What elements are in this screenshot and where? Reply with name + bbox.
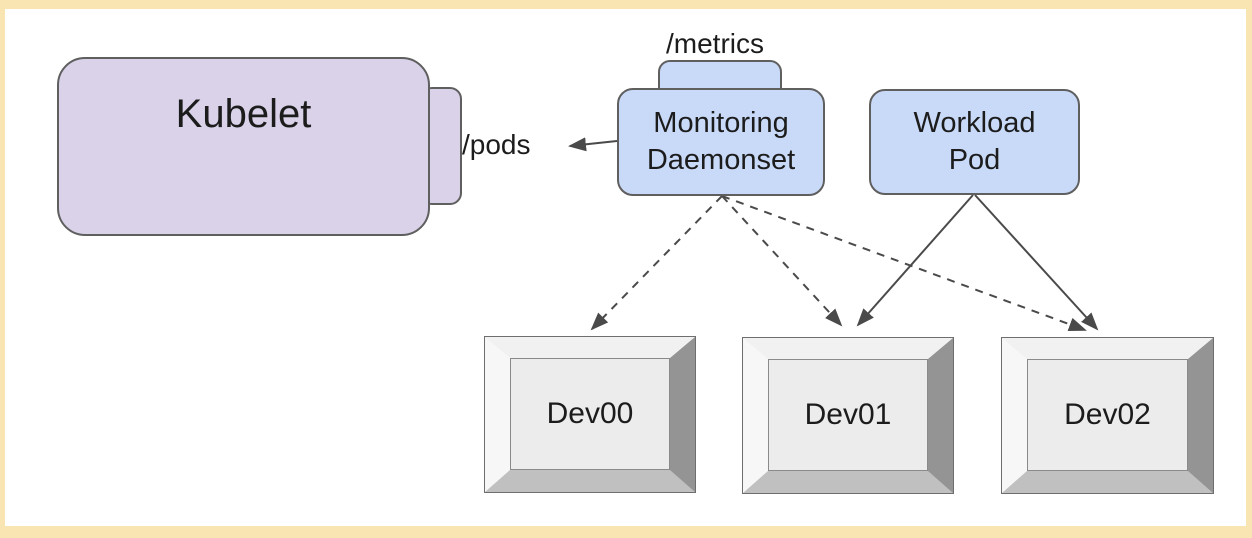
device-node-dev01: Dev01: [742, 337, 954, 494]
kubelet-node: Kubelet: [57, 57, 430, 236]
monitoring-daemonset-label: Monitoring Daemonset: [646, 107, 796, 176]
edge-daemonset-to-kubelet-pods: [568, 137, 618, 152]
device-label: Dev00: [510, 358, 670, 470]
edge-workload-to-dev01: [856, 194, 974, 327]
device-node-dev00: Dev00: [484, 336, 696, 493]
edge-daemonset-to-dev02: [721, 195, 1087, 332]
device-bevel-frame: [742, 337, 954, 494]
metrics-endpoint-label: /metrics: [666, 28, 764, 59]
device-label: Dev02: [1027, 359, 1188, 471]
device-bevel-frame: [484, 336, 696, 493]
workload-pod-label: Workload Pod: [913, 107, 1036, 176]
pods-endpoint-label: /pods: [462, 129, 531, 160]
device-label: Dev01: [768, 359, 928, 471]
edge-daemonset-to-dev01: [721, 195, 843, 327]
workload-pod-node: Workload Pod: [869, 89, 1080, 195]
edge-daemonset-to-dev00: [590, 195, 723, 331]
monitoring-daemonset-node: Monitoring Daemonset: [617, 88, 825, 196]
device-bevel-frame: [1001, 337, 1214, 494]
edge-workload-to-dev02: [974, 194, 1099, 331]
device-node-dev02: Dev02: [1001, 337, 1214, 494]
kubelet-label: Kubelet: [175, 92, 312, 136]
